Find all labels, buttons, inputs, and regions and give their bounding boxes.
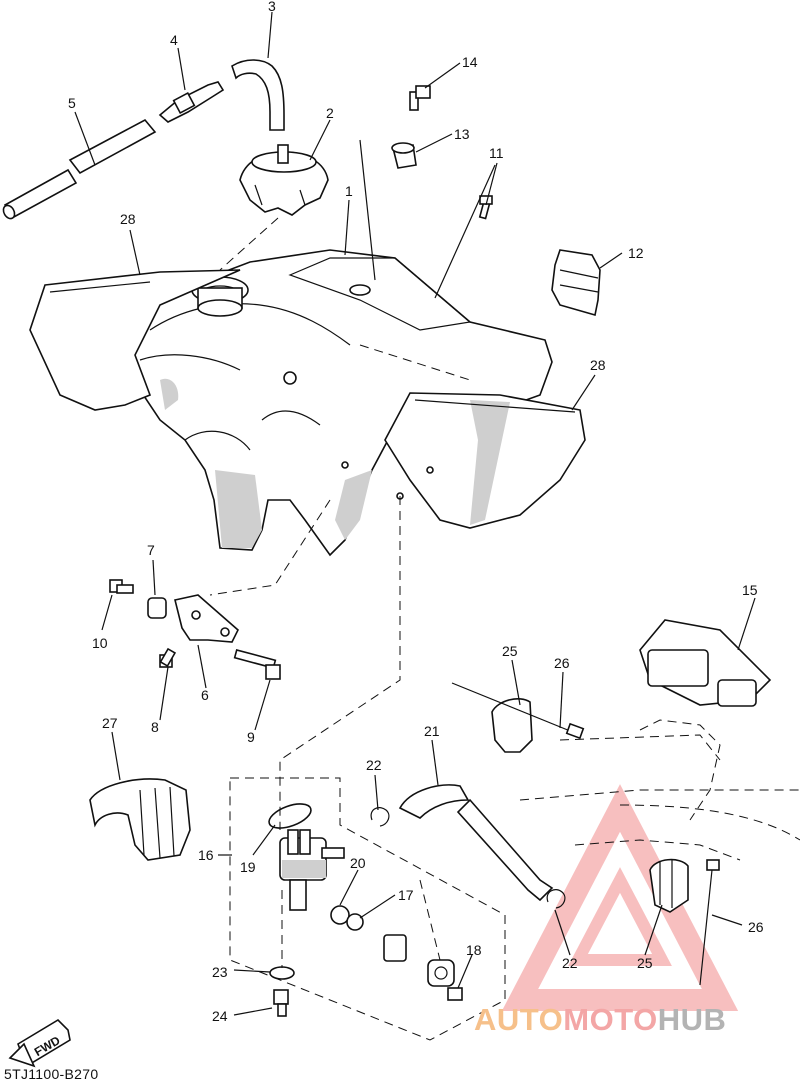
bolt-9 (233, 648, 281, 680)
clamp-22-lower (546, 889, 566, 909)
callout-26-lower: 26 (748, 919, 764, 935)
callout-22-lower: 22 (562, 955, 578, 971)
callout-2: 2 (326, 105, 334, 121)
watermark-auto: AUTO (474, 1002, 564, 1037)
callout-9: 9 (247, 729, 255, 745)
callout-8: 8 (151, 719, 159, 735)
callout-10: 10 (92, 635, 108, 651)
watermark-hub: HUB (657, 1002, 727, 1037)
watermark-logo-triangle (501, 784, 739, 1011)
callout-26-upper: 26 (554, 655, 570, 671)
callout-19: 19 (240, 859, 256, 875)
hose-long (2, 118, 157, 220)
screw-18 (447, 987, 463, 1001)
callout-1: 1 (345, 183, 353, 199)
callout-6: 6 (201, 687, 209, 703)
grommet-25-lower (649, 858, 689, 913)
breather-hose (231, 59, 285, 131)
callout-22-upper: 22 (366, 757, 382, 773)
callout-15: 15 (742, 582, 758, 598)
bolt-11 (478, 195, 493, 220)
vent-15 (639, 619, 772, 707)
fwd-arrow-icon: FWD (8, 1018, 71, 1068)
callout-7: 7 (147, 542, 155, 558)
bolt-24 (273, 989, 289, 1017)
callout-16: 16 (198, 847, 214, 863)
guard-27 (89, 778, 191, 861)
callout-25-lower: 25 (637, 955, 653, 971)
watermark-moto: MOTO (563, 1002, 658, 1037)
callout-3: 3 (268, 0, 276, 14)
leader-lines (74, 11, 756, 1016)
callout-28-right: 28 (590, 357, 606, 373)
grommet-25-upper (491, 698, 533, 753)
callout-18: 18 (466, 942, 482, 958)
callout-23: 23 (212, 964, 228, 980)
lever (383, 934, 407, 962)
diagram-code: 5TJ1100-B270 (4, 1066, 99, 1082)
callout-14: 14 (462, 54, 478, 70)
screw-14 (409, 85, 431, 111)
callout-4: 4 (170, 32, 178, 48)
o-ring-17 (346, 913, 364, 931)
bracket-6 (174, 594, 239, 643)
fuel-hose-21 (398, 784, 554, 902)
callout-11: 11 (489, 145, 504, 161)
fuel-cap (239, 144, 329, 216)
guide-lines (209, 217, 471, 968)
watermark-text: AUTOMOTOHUB (474, 1002, 726, 1038)
bolt-10 (109, 579, 134, 594)
callout-20: 20 (350, 855, 366, 871)
callout-21: 21 (424, 723, 440, 739)
callout-13: 13 (454, 126, 470, 142)
frame-outline (519, 719, 800, 861)
breather-fitting (158, 81, 225, 123)
callout-12: 12 (628, 245, 644, 261)
band-26-upper (451, 682, 585, 740)
damper-12 (551, 249, 601, 317)
side-cover-left (29, 269, 241, 411)
callout-17: 17 (398, 887, 414, 903)
o-ring-20 (330, 905, 350, 925)
callout-28-left: 28 (120, 211, 136, 227)
collar-13 (391, 142, 417, 169)
clamp-22-upper (370, 807, 390, 827)
callout-25-upper: 25 (502, 643, 518, 659)
callout-labels: 1 2 3 4 5 6 7 8 9 10 11 12 13 14 15 16 1… (68, 0, 764, 1024)
plate-18 (427, 959, 455, 987)
side-cover-right (384, 392, 586, 529)
assembly-16-boundary (229, 777, 506, 1041)
bolt-8 (159, 647, 177, 668)
fuel-cock-assembly (279, 829, 345, 911)
callout-24: 24 (212, 1008, 228, 1024)
callout-5: 5 (68, 95, 76, 111)
band-26-lower (699, 859, 720, 986)
collar-7 (147, 597, 167, 619)
callout-27: 27 (102, 715, 118, 731)
